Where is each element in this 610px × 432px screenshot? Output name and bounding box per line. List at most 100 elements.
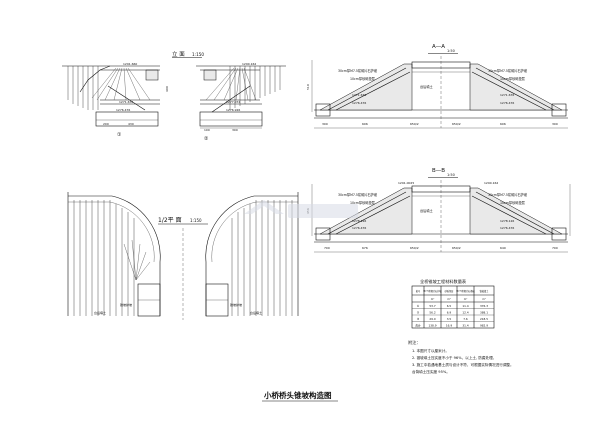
bb-dim-2: 676 bbox=[362, 246, 368, 250]
elevation-right-elev-bot: 1276.926 bbox=[226, 108, 240, 112]
table-cell: ③ bbox=[417, 317, 420, 321]
bb-dim-6: 700 bbox=[552, 246, 558, 250]
note-2: 2. 锥坡填土压实度不小于 96%，以上土, 防腐处理。 bbox=[412, 355, 496, 360]
half-plan-left-cone: 锥坡护坡 bbox=[120, 302, 132, 307]
bb-elev-right: 1278.126 bbox=[500, 219, 514, 223]
elevation-left-dim-a: 200 bbox=[103, 122, 109, 126]
note-4: 台背填土压实度 95%。 bbox=[412, 369, 450, 374]
aa-dim-2: 606 bbox=[362, 122, 368, 126]
watermark-logo bbox=[244, 200, 358, 218]
section-aa-label: A—A bbox=[432, 44, 445, 50]
elevation-right-abutment: 1290.162 1277.074 1276.926 100 300 ② bbox=[196, 62, 286, 142]
elevation-right-elev-top: 1290.162 bbox=[242, 62, 256, 66]
table-header-cell: M7.5浆砌片石护坡 bbox=[423, 289, 442, 293]
table-unit-cell: m³ bbox=[447, 298, 451, 301]
table-cell: 138.9 bbox=[428, 324, 436, 328]
section-aa-scale: 1:50 bbox=[447, 49, 455, 53]
half-plan-view: 1/2平 面 1:150 锥坡护坡 台后填土 bbox=[67, 192, 299, 320]
section-aa: A—A 1:50 30cm厚M7.5浆砌片石护坡 10cm厚砂砾垫层 30cm厚… bbox=[306, 44, 568, 129]
aa-slope-text-right: 30cm厚M7.5浆砌片石护坡 bbox=[488, 68, 528, 73]
bb-dim-1: 700 bbox=[324, 246, 330, 250]
elevation-right-mark: ② bbox=[204, 136, 209, 142]
aa-elev-right2: 1276.476 bbox=[500, 101, 514, 105]
elevation-scale: 1:150 bbox=[192, 52, 204, 57]
bb-slope-text-right: 30cm厚M7.5浆砌片石护坡 bbox=[488, 192, 528, 197]
table-unit-cell: m³ bbox=[482, 298, 486, 301]
bb-elev-left: 1278.126 bbox=[352, 219, 366, 223]
aa-dim-4: 650/2 bbox=[452, 122, 461, 126]
table-unit-cell: m³ bbox=[431, 298, 435, 301]
table-cell: 53.7 bbox=[429, 304, 435, 308]
aa-dim-5: 606 bbox=[500, 122, 506, 126]
aa-dim-1: 300 bbox=[322, 122, 328, 126]
aa-dim-v: 510 bbox=[306, 84, 310, 90]
half-plan-right-platform: 台后填土 bbox=[250, 310, 262, 315]
aa-slope-text-right2: 10cm厚砂砾垫层 bbox=[500, 76, 525, 81]
elevation-label: 立 面 bbox=[172, 50, 185, 58]
aa-elev-left: 1271.676 bbox=[352, 93, 366, 97]
elevation-left-mark: ① bbox=[117, 132, 122, 138]
bb-elev-left2: 1276.476 bbox=[352, 226, 366, 230]
aa-elev-left2: 1276.476 bbox=[352, 101, 366, 105]
elevation-left-elev-top: 1291.660 bbox=[123, 62, 137, 66]
table-cell: 12.4 bbox=[462, 311, 468, 315]
table-cell: 218.5 bbox=[480, 317, 488, 321]
half-plan-scale: 1:150 bbox=[190, 218, 202, 223]
table-cell: ② bbox=[417, 311, 420, 315]
table-cell: 29.0 bbox=[429, 317, 435, 321]
elevation-right-dim-b: 300 bbox=[232, 128, 238, 132]
note-3: 3. 施工中若遇地基土质与设计不符，可根据实际情况进行调整。 bbox=[412, 362, 514, 367]
bb-platform: 台后填土 bbox=[420, 208, 434, 213]
table-cell: 16.9 bbox=[446, 324, 452, 328]
section-bb-scale: 1:50 bbox=[447, 173, 455, 177]
bb-slope-text-right2: 10cm厚砂砾垫层 bbox=[500, 200, 525, 205]
bb-dim-5: 640 bbox=[500, 246, 506, 250]
table-title: 全桥锥坡工程材料数量表 bbox=[420, 278, 467, 285]
half-plan-label: 1/2平 面 bbox=[158, 217, 182, 224]
elevation-right-dim-a: 100 bbox=[204, 128, 210, 132]
table-cell: 56.2 bbox=[429, 311, 435, 315]
table-cell: 6.5 bbox=[447, 304, 452, 308]
elevation-left-elev-mid: 1271.676 bbox=[119, 100, 133, 104]
aa-slope-text-left2: 10cm厚砂砾垫层 bbox=[350, 76, 375, 81]
table-cell: 31.4 bbox=[462, 324, 468, 328]
elevation-right-elev-mid: 1277.074 bbox=[226, 100, 240, 104]
notes-heading: 附注： bbox=[408, 339, 421, 346]
table-header-cell: 桩号 bbox=[416, 289, 421, 293]
bb-dim-4: 650/2 bbox=[452, 246, 461, 250]
section-bb-label: B—B bbox=[432, 168, 445, 174]
table-unit-cell: m³ bbox=[464, 298, 468, 301]
half-plan-left-platform: 台后填土 bbox=[94, 310, 106, 315]
table-header-cell: M7.5浆砌片石基础 bbox=[456, 289, 475, 293]
half-plan-left: 锥坡护坡 台后填土 bbox=[67, 192, 161, 317]
bb-dim-3: 650/2 bbox=[410, 246, 419, 250]
bb-elev-top-left: 1291.0025 bbox=[398, 181, 414, 185]
bb-elev-top-right: 1290.162 bbox=[484, 181, 498, 185]
aa-elev-right: 1271.676 bbox=[500, 93, 514, 97]
elevation-left-dim-b: 430 bbox=[128, 122, 134, 126]
half-plan-right: 锥坡护坡 台后填土 bbox=[205, 192, 299, 317]
table-cell: 376.3 bbox=[480, 304, 488, 308]
notes-block: 附注： 1. 本图尺寸以厘米计。 2. 锥坡填土压实度不小于 96%，以上土, … bbox=[408, 339, 514, 374]
table-header-cell: 砂砾垫层 bbox=[445, 289, 455, 293]
table-cell: 合计 bbox=[415, 324, 421, 328]
elevation-view: 立 面 1:150 bbox=[62, 50, 286, 142]
table-cell: ① bbox=[417, 304, 420, 308]
elevation-left-abutment: 1291.660 1271.676 1276.476 200 430 ① 400 bbox=[62, 62, 169, 138]
elevation-left-elev-bot: 1276.476 bbox=[116, 108, 130, 112]
drawing-title: 小桥桥头锥坡构造图 bbox=[264, 390, 332, 400]
table-header-cell: 锥坡填土 bbox=[480, 289, 490, 293]
aa-slope-text-left: 30cm厚M7.5浆砌片石护坡 bbox=[338, 68, 378, 73]
bb-elev-right2: 1276.476 bbox=[500, 226, 514, 230]
aa-dim-3: 650/2 bbox=[410, 122, 419, 126]
table-cell: 6.9 bbox=[447, 311, 452, 315]
aa-platform: 台后填土 bbox=[420, 84, 434, 89]
bb-slope-text-left: 30cm厚M7.5浆砌片石护坡 bbox=[338, 192, 378, 197]
note-1: 1. 本图尺寸以厘米计。 bbox=[412, 348, 449, 353]
elevation-left-dim-v: 400 bbox=[165, 86, 169, 92]
half-plan-right-cone: 锥坡护坡 bbox=[230, 302, 242, 307]
table-cell: 982.9 bbox=[480, 324, 488, 328]
table-cell: 3.5 bbox=[447, 317, 452, 321]
